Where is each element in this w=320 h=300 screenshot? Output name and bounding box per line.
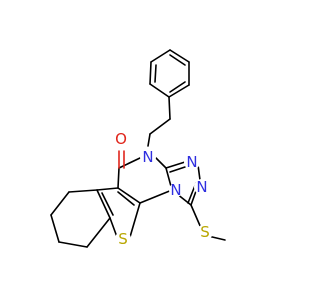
- bond: [117, 187, 141, 204]
- bond: [197, 164, 201, 181]
- label-bg: [184, 154, 200, 170]
- molecule-diagram: O N N N N S S: [50, 49, 226, 248]
- bond: [149, 83, 170, 98]
- bond-double-inner: [154, 64, 157, 83]
- bond: [117, 167, 120, 189]
- bond-double-inner: [101, 192, 114, 216]
- pyrimidinone-ring: [117, 150, 173, 204]
- bond: [118, 157, 141, 169]
- bond: [150, 49, 171, 63]
- bond: [190, 204, 202, 229]
- label-bg: [169, 183, 183, 197]
- label-bg: [113, 131, 129, 147]
- bond-double-inner: [169, 166, 186, 173]
- bond-double-inner: [169, 54, 186, 66]
- bond: [86, 217, 111, 248]
- bond: [58, 241, 88, 248]
- nitrogen-atom: N: [186, 153, 197, 171]
- nitrogen-atom: N: [196, 178, 207, 196]
- label-bg: [197, 224, 213, 240]
- ethyl-linker: [147, 96, 171, 147]
- label-bg: [140, 149, 156, 165]
- bond: [109, 217, 118, 238]
- bond: [96, 189, 111, 219]
- bond: [96, 187, 119, 191]
- sulfur-atom: S: [200, 223, 210, 241]
- bond-double-inner: [169, 81, 186, 93]
- oxygen-atom: O: [115, 130, 127, 148]
- bond: [147, 133, 151, 147]
- bond: [165, 161, 186, 169]
- bond: [169, 49, 190, 63]
- bond: [50, 214, 60, 243]
- thiophene-ring: [96, 187, 141, 238]
- label-bg: [115, 231, 131, 247]
- sulfur-atom: S: [118, 230, 128, 248]
- bond: [50, 191, 70, 216]
- bond: [168, 84, 190, 98]
- bond-double-inner: [117, 191, 135, 206]
- cyclohexane-ring: [50, 189, 111, 248]
- structure-canvas: O N N N N S S: [50, 49, 226, 248]
- bond: [149, 118, 171, 135]
- bond: [68, 189, 98, 193]
- atom-labels: O N N N N S S: [113, 130, 213, 248]
- nitrogen-atom: N: [142, 148, 153, 166]
- bond: [139, 189, 173, 204]
- bond: [129, 202, 141, 238]
- bond: [168, 96, 171, 120]
- label-bg: [194, 179, 210, 195]
- phenyl-ring: [149, 49, 190, 98]
- bond: [149, 61, 152, 85]
- nitrogen-atom: N: [170, 181, 181, 199]
- bond: [155, 157, 167, 169]
